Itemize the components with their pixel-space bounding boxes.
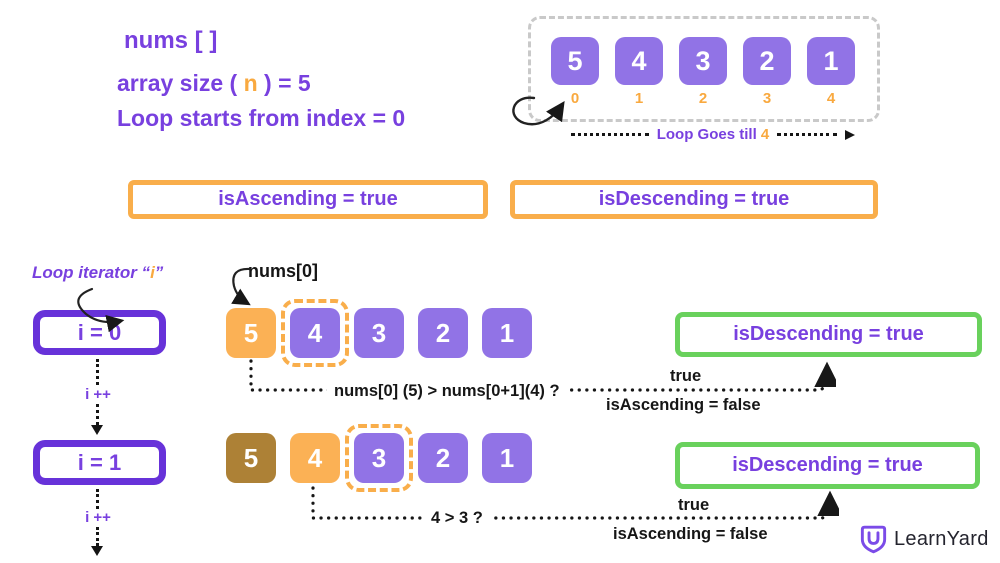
array-cell: 5 bbox=[551, 37, 599, 85]
index0-pointer-arrow-icon bbox=[512, 96, 565, 126]
down-arrowhead-icon bbox=[91, 425, 103, 435]
step1-ascending-false-label: isAscending = false bbox=[606, 396, 761, 414]
dotted-connector bbox=[96, 404, 99, 425]
array-cell-compared: 4 bbox=[281, 299, 349, 367]
step1-array-row: 5 4 3 2 1 bbox=[226, 299, 532, 367]
learnyard-logo-text: LearnYard bbox=[894, 528, 989, 550]
array-index: 2 bbox=[698, 90, 708, 107]
dotted-line bbox=[777, 133, 838, 136]
nums0-pointer-label: nums[0] bbox=[248, 261, 319, 281]
dotted-connector bbox=[96, 527, 99, 546]
step2-ascending-false-label: isAscending = false bbox=[613, 525, 768, 543]
loop-start-line: Loop starts from index = 0 bbox=[117, 105, 406, 131]
array-size-pre: array size ( bbox=[117, 70, 244, 96]
is-ascending-flag-box: isAscending = true bbox=[128, 180, 488, 219]
step1-is-descending-result-box: isDescending = true bbox=[675, 312, 982, 357]
loop-goes-num: 4 bbox=[760, 126, 770, 143]
array-size-line: array size ( n ) = 5 bbox=[117, 70, 311, 97]
iterator-label-post: ” bbox=[154, 263, 164, 282]
increment-label: i ++ bbox=[85, 509, 111, 526]
array-dashed-container bbox=[528, 16, 880, 122]
array-index: 3 bbox=[762, 90, 772, 107]
top-array-index-row: 0 1 2 3 4 bbox=[551, 90, 855, 107]
array-cell: 1 bbox=[482, 308, 532, 358]
down-arrowhead-icon bbox=[91, 546, 103, 556]
array-cell: 3 bbox=[679, 37, 727, 85]
increment-label: i ++ bbox=[85, 386, 111, 403]
top-array-row: 5 4 3 2 1 bbox=[551, 37, 855, 85]
step2-condition-path bbox=[311, 486, 839, 520]
array-cell-compared: 3 bbox=[345, 424, 413, 492]
step2-condition-label: 4 > 3 ? bbox=[424, 509, 490, 528]
array-cell: 2 bbox=[418, 308, 468, 358]
learnyard-logo: LearnYard bbox=[860, 525, 989, 554]
step2-branch-true-label: true bbox=[678, 496, 710, 514]
iterator-label-pre: Loop iterator “ bbox=[32, 263, 151, 282]
array-cell: 2 bbox=[418, 433, 468, 483]
array-index: 0 bbox=[570, 90, 580, 107]
is-descending-flag-box: isDescending = true bbox=[510, 180, 878, 219]
iterator-value-box-1: i = 1 bbox=[33, 440, 166, 485]
loop-goes-label: Loop Goes till 4 bbox=[657, 126, 770, 143]
right-arrowhead-icon bbox=[845, 129, 856, 140]
loop-goes-pre: Loop Goes till bbox=[656, 126, 761, 143]
array-cell: 3 bbox=[354, 308, 404, 358]
array-size-post: ) = 5 bbox=[257, 70, 311, 96]
iterator-label-i: i bbox=[150, 263, 155, 282]
learnyard-shield-icon bbox=[860, 525, 887, 554]
dotted-connector bbox=[96, 489, 99, 509]
dotted-line bbox=[570, 133, 649, 136]
array-index: 1 bbox=[634, 90, 644, 107]
array-cell: 4 bbox=[615, 37, 663, 85]
array-index: 4 bbox=[826, 90, 836, 107]
array-cell-current: 5 bbox=[226, 308, 276, 358]
step1-branch-true-label: true bbox=[670, 367, 702, 385]
array-cell-current: 4 bbox=[290, 433, 340, 483]
loop-iterator-label: Loop iterator “i” bbox=[32, 263, 163, 283]
iterator-value-box-0: i = 0 bbox=[33, 310, 166, 355]
loop-goes-till-annotation: Loop Goes till 4 bbox=[548, 126, 878, 143]
nums0-pointer-arrow-icon bbox=[231, 267, 252, 306]
array-size-n: n bbox=[243, 70, 258, 96]
step2-is-descending-result-box: isDescending = true bbox=[675, 442, 980, 489]
step1-condition-label: nums[0] (5) > nums[0+1](4) ? bbox=[327, 382, 567, 401]
nums-array-title: nums [ ] bbox=[124, 27, 218, 54]
array-cell: 2 bbox=[743, 37, 791, 85]
array-cell: 1 bbox=[807, 37, 855, 85]
iterator-pointer-arrow-icon bbox=[77, 287, 125, 333]
array-cell: 1 bbox=[482, 433, 532, 483]
step2-array-row: 5 4 3 2 1 bbox=[226, 424, 532, 492]
array-cell-visited: 5 bbox=[226, 433, 276, 483]
dotted-connector bbox=[96, 359, 99, 385]
